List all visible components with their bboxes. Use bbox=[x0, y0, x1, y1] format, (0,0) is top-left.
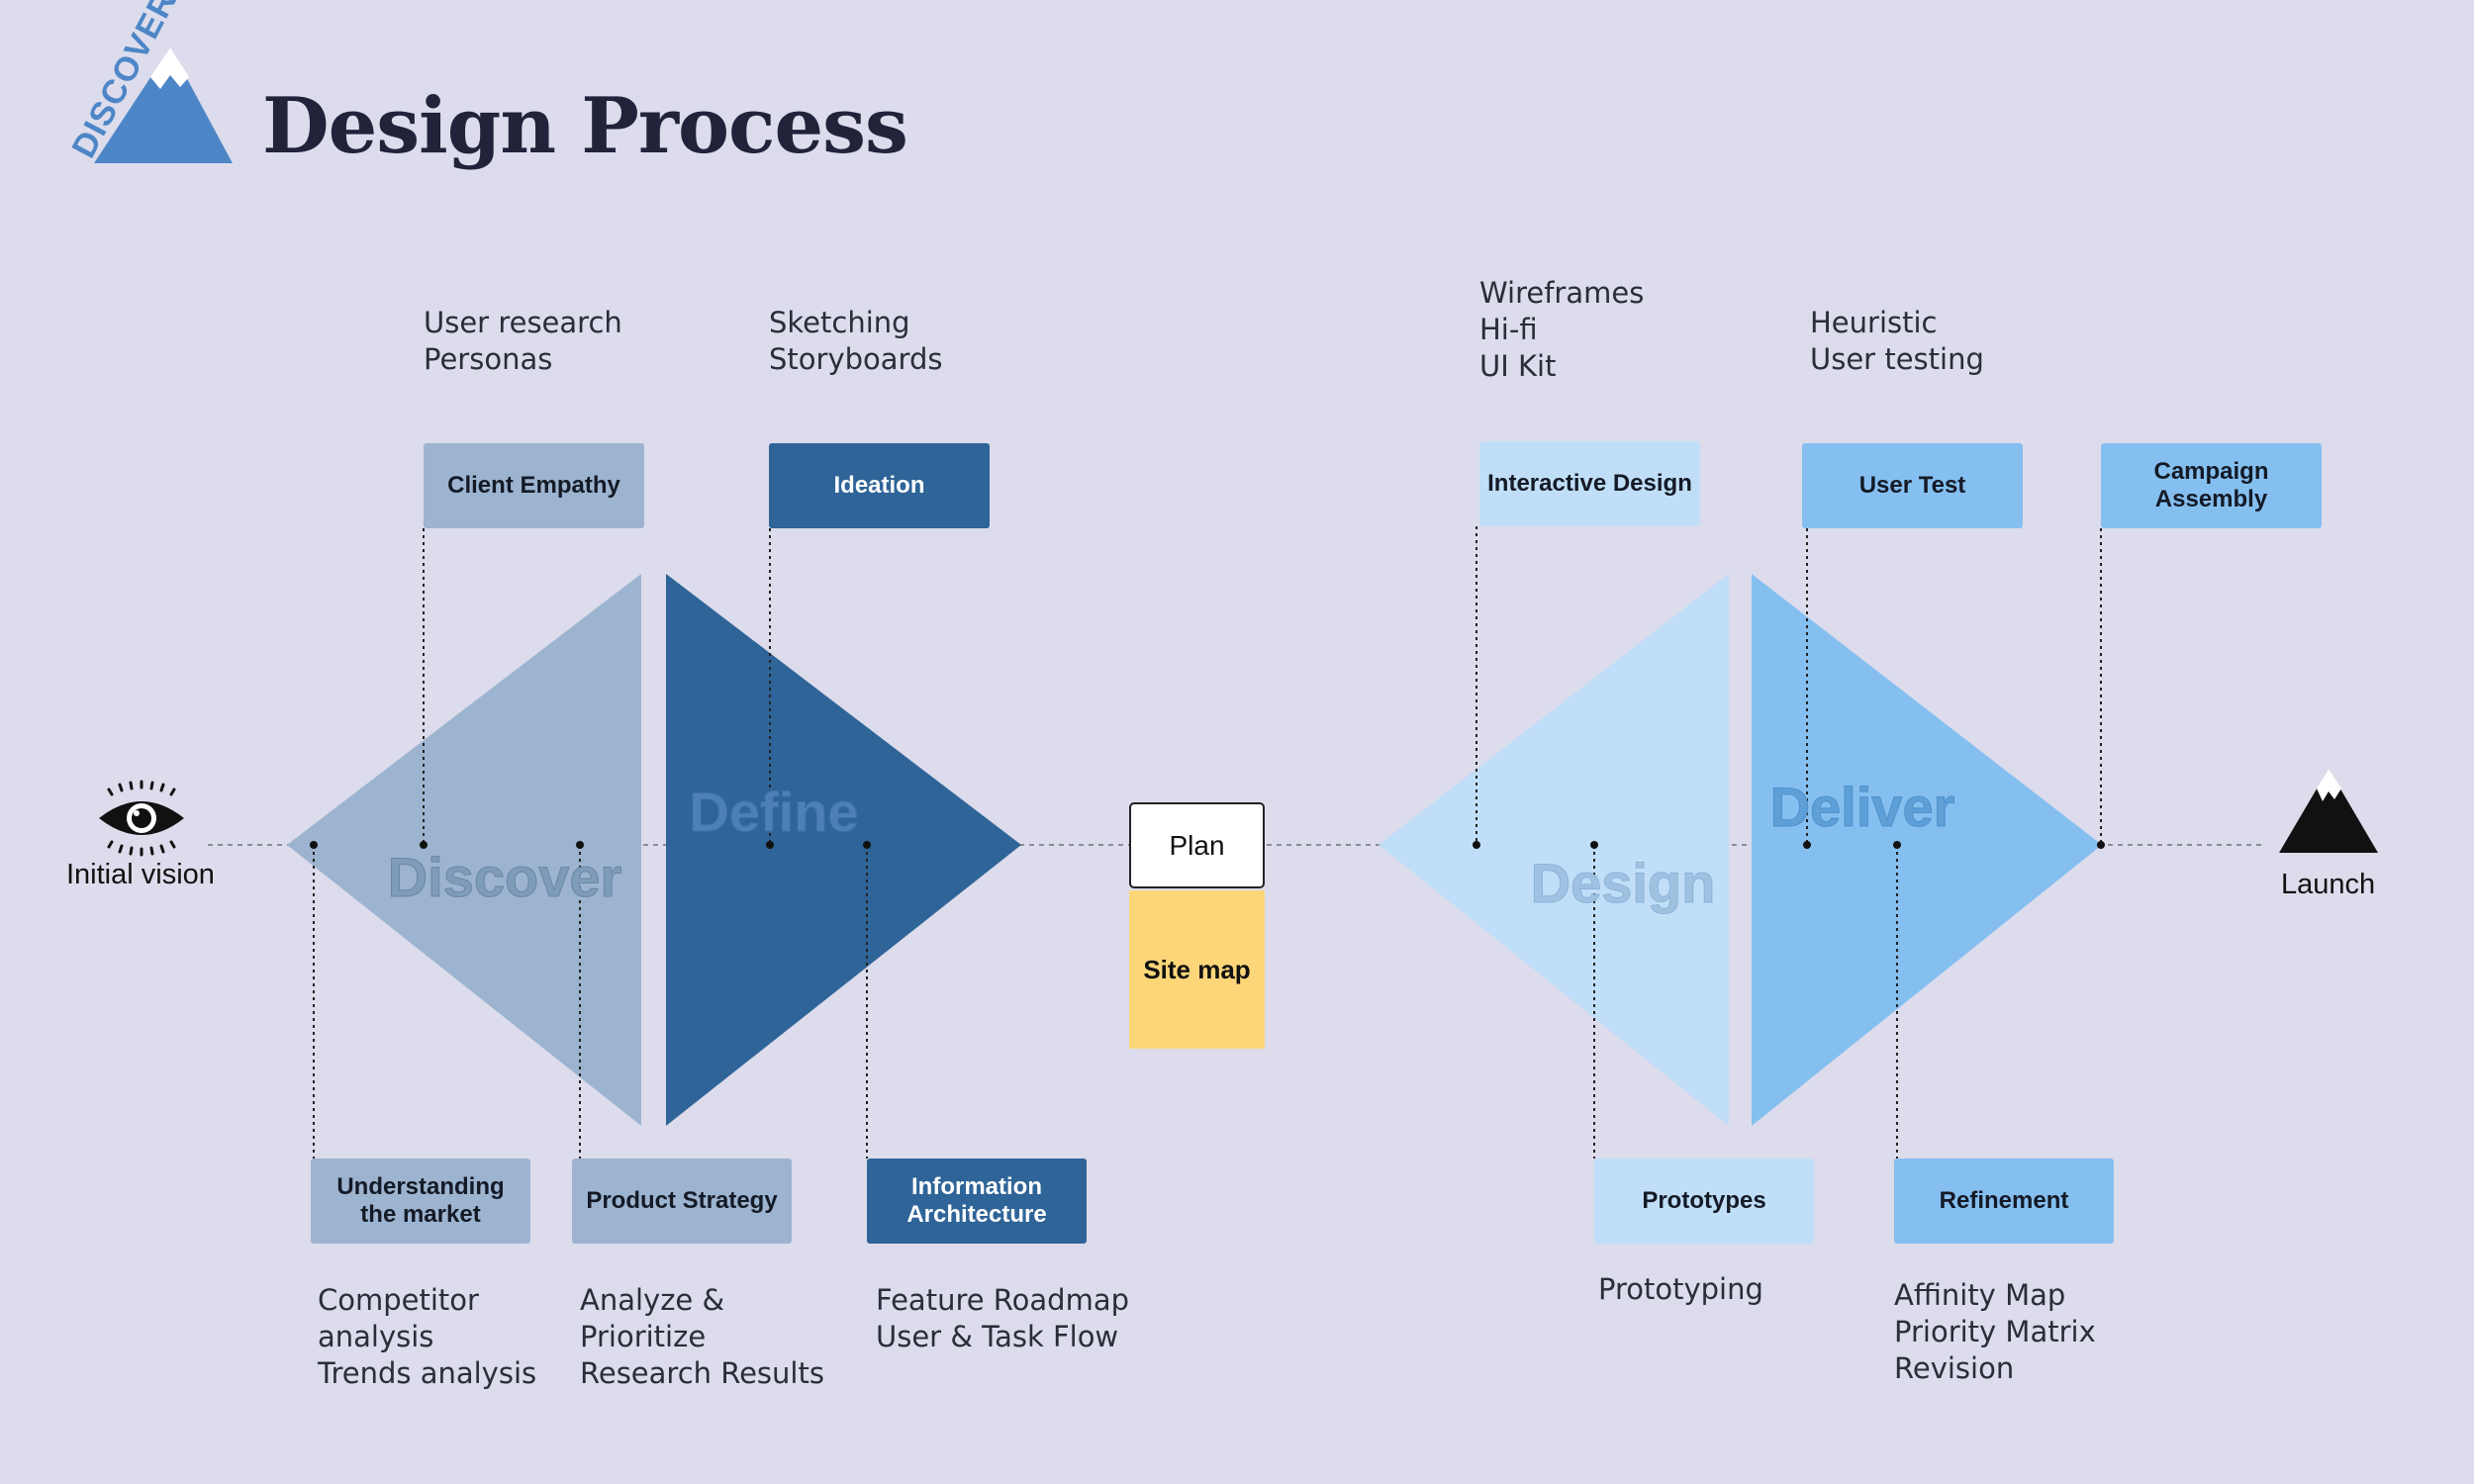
note-line: analysis bbox=[318, 1320, 434, 1353]
note-line: Revision bbox=[1894, 1351, 2015, 1385]
dot bbox=[1590, 841, 1598, 849]
note-line: User research bbox=[424, 306, 622, 339]
box-product-strategy: Product Strategy bbox=[572, 1159, 792, 1244]
note-product-strategy: Analyze & Prioritize Research Results bbox=[580, 1282, 824, 1392]
note-line: Hi-fi bbox=[1479, 313, 1538, 346]
box-client-empathy: Client Empathy bbox=[424, 443, 644, 528]
define-triangle bbox=[666, 574, 1021, 1126]
note-client-empathy: User research Personas bbox=[424, 305, 622, 378]
box-prototypes: Prototypes bbox=[1594, 1159, 1814, 1244]
note-line: Research Results bbox=[580, 1356, 824, 1390]
dot bbox=[766, 841, 774, 849]
phase-label-define: Define bbox=[689, 781, 858, 843]
note-line: Prioritize bbox=[580, 1320, 707, 1353]
dot bbox=[310, 841, 318, 849]
box-ideation: Ideation bbox=[769, 443, 990, 528]
design-triangle bbox=[1379, 574, 1729, 1126]
note-line: Feature Roadmap bbox=[876, 1283, 1130, 1317]
dot bbox=[2097, 841, 2105, 849]
note-line: Affinity Map bbox=[1894, 1278, 2066, 1312]
note-line: Sketching bbox=[769, 306, 910, 339]
note-line: UI Kit bbox=[1479, 349, 1557, 383]
dot bbox=[420, 841, 428, 849]
connectors bbox=[313, 526, 2102, 1159]
dot bbox=[1803, 841, 1811, 849]
dot bbox=[863, 841, 871, 849]
note-line: Trends analysis bbox=[318, 1356, 537, 1390]
note-line: Heuristic bbox=[1810, 306, 1938, 339]
box-interactive-design: Interactive Design bbox=[1479, 441, 1700, 526]
note-line: Competitor bbox=[318, 1283, 479, 1317]
note-refinement: Affinity Map Priority Matrix Revision bbox=[1894, 1277, 2096, 1387]
phase-label-discover: Discover bbox=[388, 846, 622, 908]
plan-box: Plan bbox=[1129, 802, 1265, 888]
dot bbox=[1473, 841, 1480, 849]
mountain-snowcap bbox=[150, 47, 189, 89]
initial-vision-label: Initial vision bbox=[66, 859, 215, 890]
note-line: Wireframes bbox=[1479, 276, 1645, 310]
note-line: Analyze & bbox=[580, 1283, 725, 1317]
box-understanding-market: Understanding the market bbox=[311, 1159, 530, 1244]
note-line: Prototyping bbox=[1598, 1272, 1763, 1306]
logo: DISCOVER bbox=[65, 0, 233, 164]
box-refinement: Refinement bbox=[1894, 1159, 2114, 1244]
note-understanding-market: Competitor analysis Trends analysis bbox=[318, 1282, 536, 1392]
note-line: Storyboards bbox=[769, 342, 943, 376]
sitemap-box: Site map bbox=[1129, 890, 1265, 1049]
note-prototypes: Prototyping bbox=[1598, 1271, 1763, 1308]
note-ideation: Sketching Storyboards bbox=[769, 305, 942, 378]
dot bbox=[1893, 841, 1901, 849]
box-information-architecture: Information Architecture bbox=[867, 1159, 1087, 1244]
box-campaign-assembly: Campaign Assembly bbox=[2101, 443, 2322, 528]
note-user-test: Heuristic User testing bbox=[1810, 305, 1984, 378]
mountain-icon bbox=[2279, 769, 2378, 853]
deliver-triangle bbox=[1752, 574, 2102, 1126]
note-line: User testing bbox=[1810, 342, 1984, 376]
note-information-architecture: Feature Roadmap User & Task Flow bbox=[876, 1282, 1129, 1355]
launch-label: Launch bbox=[2281, 869, 2376, 900]
note-interactive-design: Wireframes Hi-fi UI Kit bbox=[1479, 275, 1644, 385]
discover-triangle bbox=[287, 574, 641, 1126]
page-title: Design Process bbox=[262, 81, 908, 171]
phase-label-deliver: Deliver bbox=[1770, 776, 1955, 838]
box-user-test: User Test bbox=[1802, 443, 2023, 528]
dot bbox=[576, 841, 584, 849]
mountain-icon bbox=[94, 47, 233, 163]
eye-icon bbox=[99, 780, 184, 857]
phase-label-design: Design bbox=[1531, 852, 1716, 914]
connector-dots bbox=[310, 841, 2105, 849]
note-line: Priority Matrix bbox=[1894, 1315, 2096, 1348]
note-line: Personas bbox=[424, 342, 553, 376]
note-line: User & Task Flow bbox=[876, 1320, 1119, 1353]
